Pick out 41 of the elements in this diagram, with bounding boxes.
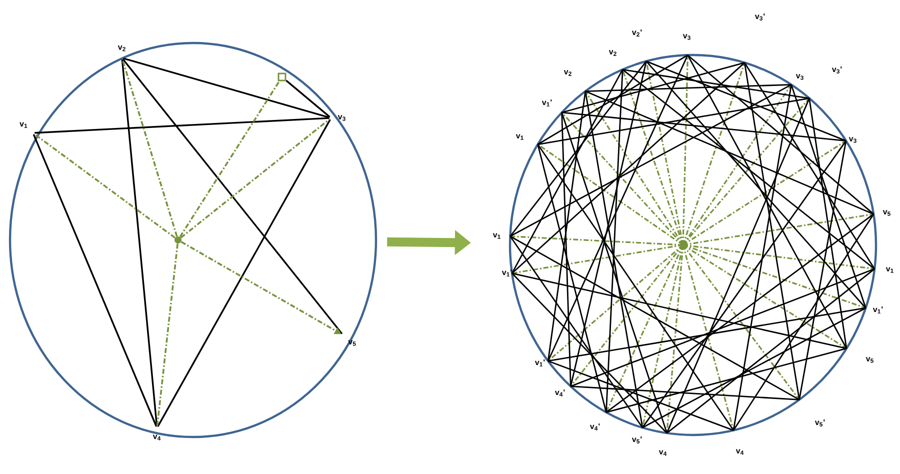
center-dot xyxy=(174,236,182,244)
vertex-label: v$_{3}$ xyxy=(848,137,856,143)
square-vertex xyxy=(278,72,286,82)
vertex-label: v$_{1}$' xyxy=(502,270,512,276)
vertex-label: v$_{1}$' xyxy=(534,360,545,366)
vertex-label: v$_{1}$' xyxy=(872,306,883,314)
vertex-label: v$_{1}$' xyxy=(542,100,552,106)
graph-edge xyxy=(122,58,343,334)
vertex-label: v$_{1}$ xyxy=(516,134,524,140)
vertex-label: v$_{5}$' xyxy=(814,420,825,426)
graph-edge xyxy=(156,244,178,426)
vertex-label: v$_{1}$ xyxy=(492,233,500,239)
vertex-label: v$_{3}$' xyxy=(754,14,765,20)
vertex-label: v$_{3}$ xyxy=(796,74,804,80)
graph-edge xyxy=(34,133,176,239)
vertex: v$_{3}$ xyxy=(338,115,346,121)
vertex-label: v$_{2}$' xyxy=(632,30,642,36)
graph-edge xyxy=(179,80,280,238)
graph-edge xyxy=(157,118,331,427)
graph-edge xyxy=(180,118,330,238)
vertex: v$_{5}$ xyxy=(348,340,356,346)
graph-edge xyxy=(123,58,330,118)
graph-edge xyxy=(121,60,158,426)
graph-edge xyxy=(32,134,158,427)
vertex-label: v$_{1}$ xyxy=(886,267,894,273)
vertex: v$_{4}$ xyxy=(152,434,161,440)
vertex: v$_{1}$ xyxy=(20,122,28,128)
vertex-label: v$_{4}$ xyxy=(736,449,744,455)
vertex-label: v$_{4}$ xyxy=(658,450,667,456)
graph-circle xyxy=(8,42,378,438)
vertex-label: v$_{3}$' xyxy=(832,66,842,74)
vertex-label: v$_{2}$ xyxy=(564,70,572,76)
vertex-label: v$_{4}$' xyxy=(554,390,565,396)
graph-edge xyxy=(286,80,330,118)
vertex-label: v$_{2}$ xyxy=(608,50,616,56)
vertex-label: v$_{3}$ xyxy=(682,34,690,40)
graph-edge xyxy=(122,59,178,237)
graph-edge xyxy=(34,117,330,134)
vertex-label: v$_{5}$ xyxy=(866,357,874,363)
vertex: v$_{2}$ xyxy=(118,46,126,52)
vertex-label: v$_{4}$' xyxy=(590,424,600,430)
